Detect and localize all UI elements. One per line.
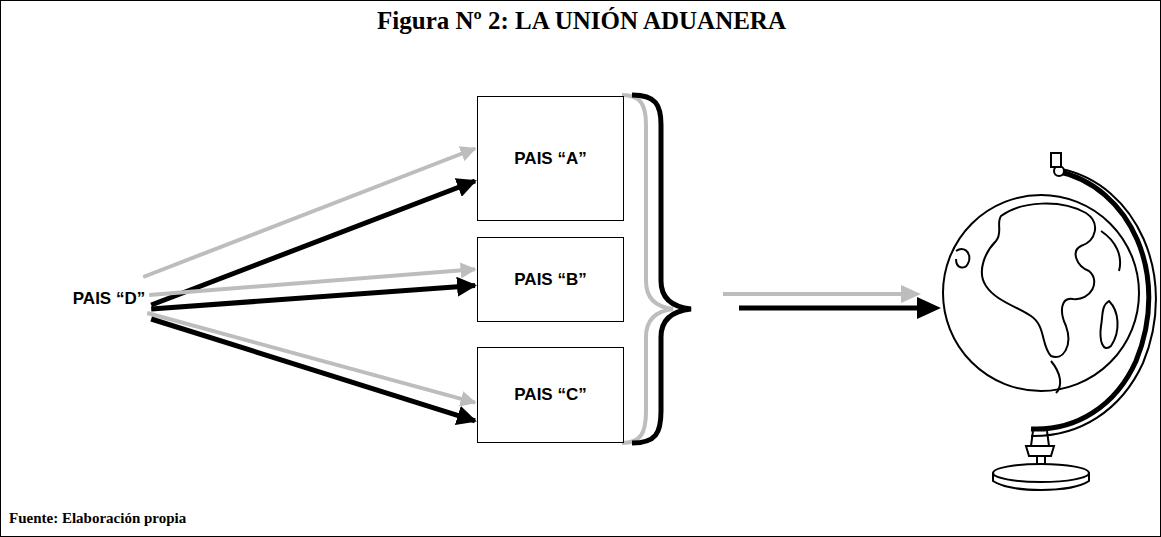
node-label: PAIS “D” bbox=[73, 289, 145, 309]
country-label: PAIS “D” bbox=[31, 289, 187, 321]
grey-arrow bbox=[723, 292, 906, 296]
flow-arrow bbox=[151, 285, 475, 309]
flow-arrow bbox=[147, 313, 475, 403]
black-arrowhead bbox=[917, 297, 941, 319]
country-box: PAIS “C” bbox=[477, 347, 624, 443]
black-arrow bbox=[739, 306, 919, 311]
black-bracket bbox=[632, 95, 691, 443]
node-label: PAIS “A” bbox=[514, 149, 586, 169]
node-label: PAIS “B” bbox=[514, 270, 586, 290]
globe-picture bbox=[943, 153, 1156, 490]
country-box: PAIS “A” bbox=[477, 96, 624, 221]
flow-arrow bbox=[151, 319, 475, 421]
source-caption: Fuente: Elaboración propia bbox=[9, 510, 186, 527]
flow-arrow bbox=[151, 181, 475, 305]
flow-arrow bbox=[143, 149, 475, 278]
country-box: PAIS “B” bbox=[477, 237, 624, 322]
node-label: PAIS “C” bbox=[514, 385, 586, 405]
grey-bracket bbox=[622, 95, 673, 443]
figure-title: Figura Nº 2: LA UNIÓN ADUANERA bbox=[1, 7, 1161, 35]
